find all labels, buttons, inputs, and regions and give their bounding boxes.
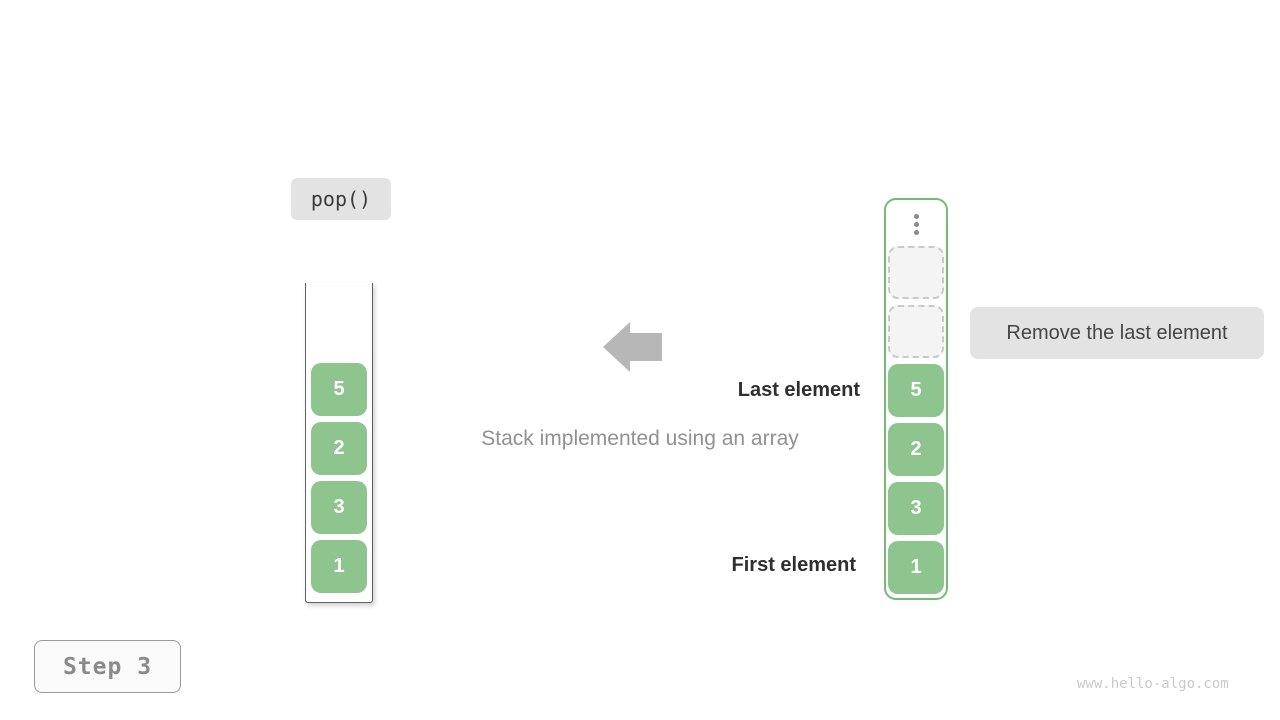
stack-container: 5 2 3 1 <box>305 283 373 603</box>
stack-block: 1 <box>311 540 367 593</box>
stack-block: 3 <box>311 481 367 534</box>
pop-operation-label: pop() <box>291 178 391 220</box>
last-element-label: Last element <box>737 379 860 401</box>
watermark-text: www.hello-algo.com <box>1077 676 1229 692</box>
empty-array-slot <box>888 246 944 299</box>
diagram-caption: Stack implemented using an array <box>481 427 799 450</box>
left-arrow-icon <box>603 322 662 372</box>
stack-block: 2 <box>311 422 367 475</box>
array-block: 5 <box>888 364 944 417</box>
step-indicator: Step 3 <box>34 640 181 693</box>
first-element-label: First element <box>731 554 856 576</box>
remove-note-label: Remove the last element <box>970 307 1264 359</box>
array-block: 1 <box>888 541 944 594</box>
empty-array-slot <box>888 305 944 358</box>
stack-block: 5 <box>311 363 367 416</box>
array-block: 2 <box>888 423 944 476</box>
array-block: 3 <box>888 482 944 535</box>
vertical-ellipsis-icon <box>913 208 919 240</box>
array-container: 5 2 3 1 <box>884 198 948 600</box>
